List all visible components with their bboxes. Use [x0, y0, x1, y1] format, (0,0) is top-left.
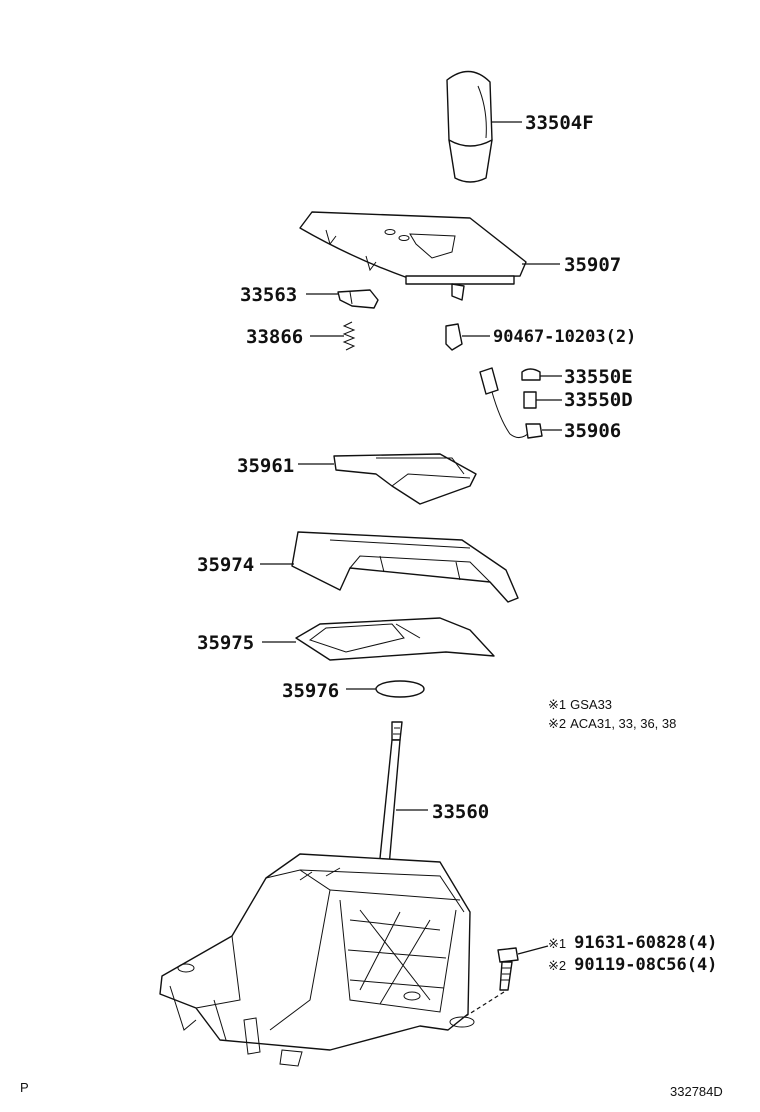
shift-lever-33560 [377, 721, 403, 879]
bulb-wire-assembly [479, 367, 543, 439]
label-33550D: 33550D [564, 389, 633, 411]
label-33550E: 33550E [564, 366, 633, 388]
bolt [497, 947, 519, 991]
label-35974: 35974 [197, 554, 254, 576]
label-90467: 90467-10203(2) [493, 327, 636, 347]
disc-35976 [375, 680, 425, 698]
boot-cover-35975 [295, 617, 495, 661]
label-33563: 33563 [240, 284, 297, 306]
label-35907: 35907 [564, 254, 621, 276]
footer-left: P [20, 1080, 29, 1095]
clip-90467 [445, 323, 463, 351]
shift-knob-33504F [446, 70, 493, 183]
indicator-plate-35907 [299, 211, 527, 301]
label-35961: 35961 [237, 455, 294, 477]
label-35976: 35976 [282, 680, 339, 702]
spring-33866 [342, 321, 356, 351]
label-33504F: 33504F [525, 112, 594, 134]
shift-lever-base [159, 853, 475, 1067]
label-35906: 35906 [564, 420, 621, 442]
label-33866: 33866 [246, 326, 303, 348]
lock-piece-33563 [337, 289, 379, 309]
label-35975: 35975 [197, 632, 254, 654]
label-33560: 33560 [432, 801, 489, 823]
console-panel-35974 [291, 531, 519, 603]
housing-35961 [333, 453, 477, 505]
footer-right: 332784D [670, 1084, 723, 1099]
